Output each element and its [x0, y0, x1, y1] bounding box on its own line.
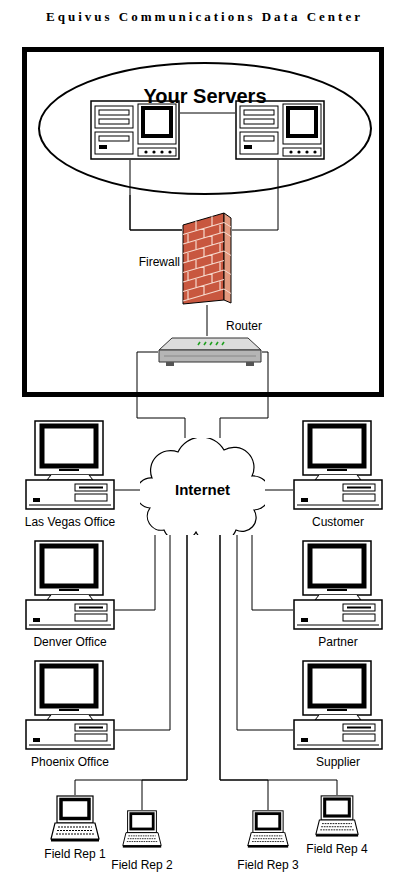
network-link — [75, 535, 187, 795]
laptop-icon-shape — [247, 810, 289, 848]
workstation-icon-graphic — [26, 661, 114, 749]
workstation-icon-graphic — [294, 661, 382, 749]
network-link — [220, 535, 337, 795]
laptop-icon: Field Rep 1 — [50, 795, 100, 842]
node-label: Firewall — [139, 255, 180, 269]
network-link — [207, 305, 208, 336]
server-link — [180, 113, 235, 114]
internet-cloud: Internet — [140, 438, 265, 535]
laptop-icon-graphic — [123, 811, 161, 848]
workstation-icon-graphic — [26, 541, 114, 629]
workstation-icon-graphic — [294, 421, 382, 509]
laptop-icon-graphic — [248, 811, 288, 848]
workstation-icon-shape — [293, 420, 383, 510]
workstation-icon: Phoenix Office — [25, 660, 115, 750]
network-link — [265, 490, 293, 491]
server-icon — [91, 101, 179, 159]
node-label: Supplier — [248, 755, 409, 769]
network-link — [142, 535, 187, 810]
workstation-icon-shape — [25, 420, 115, 510]
router-icon-graphic — [159, 338, 261, 366]
node-label: Internet — [140, 481, 265, 499]
node-label: Your Servers — [38, 84, 372, 108]
router-icon-shape — [158, 336, 262, 368]
network-link — [115, 535, 170, 730]
workstation-icon-graphic — [294, 541, 382, 629]
firewall-icon-graphic — [183, 213, 231, 304]
network-link — [237, 535, 293, 730]
laptop-icon-graphic — [316, 796, 358, 837]
node-label: Phoenix Office — [0, 755, 160, 769]
workstation-icon-shape — [25, 660, 115, 750]
server-group-ellipse-graphic — [39, 63, 371, 194]
laptop-icon: Field Rep 4 — [315, 795, 359, 837]
network-link — [115, 535, 155, 610]
firewall-icon-shape — [182, 210, 232, 305]
server-group-ellipse: Your Servers — [38, 62, 372, 195]
node-label: Equivus Communications Data Center — [0, 9, 409, 25]
connector-group — [75, 195, 337, 810]
network-link — [220, 352, 268, 438]
workstation-icon: Supplier — [293, 660, 383, 750]
server-icon — [236, 101, 324, 159]
workstation-icon-graphic — [26, 421, 114, 509]
workstation-icon: Customer — [293, 420, 383, 510]
workstation-icon-shape — [293, 540, 383, 630]
workstation-icon: Partner — [293, 540, 383, 630]
router-icon: Router — [158, 336, 262, 368]
laptop-icon-graphic — [51, 796, 99, 842]
node-label: Partner — [248, 635, 409, 649]
network-link — [115, 490, 140, 491]
node-label: Customer — [248, 515, 409, 529]
firewall-icon: Firewall — [182, 210, 232, 305]
laptop-icon: Field Rep 2 — [122, 810, 162, 848]
laptop-icon: Field Rep 3 — [247, 810, 289, 848]
node-label: Las Vegas Office — [0, 515, 160, 529]
node-label: Field Rep 4 — [270, 842, 404, 856]
server-group-ellipse-shape — [38, 62, 372, 195]
workstation-icon-shape — [25, 540, 115, 630]
data-center-frame: Equivus Communications Data CenterYour S… — [22, 47, 384, 397]
network-link — [252, 535, 293, 610]
node-label: Denver Office — [0, 635, 160, 649]
laptop-icon-shape — [50, 795, 100, 842]
workstation-icon: Las Vegas Office — [25, 420, 115, 510]
node-label: Field Rep 3 — [202, 858, 334, 872]
workstation-icon-shape — [293, 660, 383, 750]
internet-cloud-graphic — [136, 437, 270, 544]
node-label: Router — [226, 319, 262, 333]
network-link — [130, 195, 182, 230]
laptop-icon-shape — [122, 810, 162, 848]
network-link — [220, 535, 268, 810]
node-label: Field Rep 2 — [77, 858, 207, 872]
laptop-icon-shape — [315, 795, 359, 837]
workstation-icon: Denver Office — [25, 540, 115, 630]
network-link — [137, 352, 185, 438]
